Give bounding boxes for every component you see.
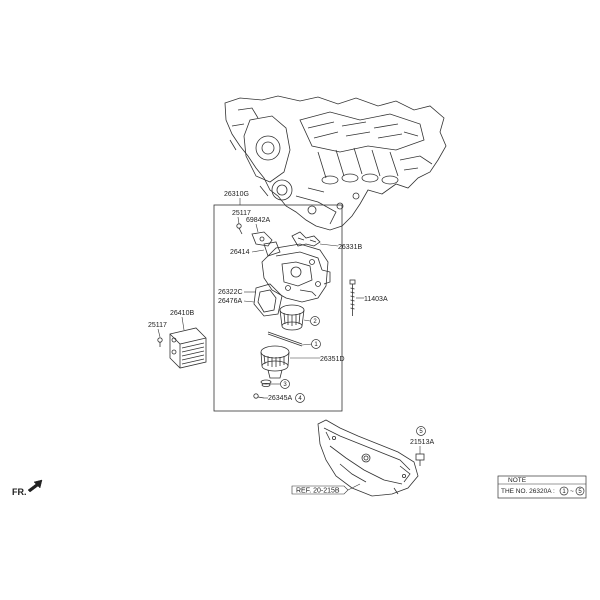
part-label-69842A: 69842A <box>246 217 270 224</box>
drain-plug-washer <box>260 379 272 387</box>
gasket-26322C-26476A <box>253 283 283 317</box>
gasket-26331B <box>291 231 321 247</box>
reference-tag: REF. 20-215B <box>291 485 349 495</box>
part-label-26331B: 26331B <box>338 244 362 251</box>
oil-filter-element <box>279 304 305 331</box>
gasket-26414 <box>263 241 281 257</box>
reference-label: REF. 20-215B <box>296 488 340 495</box>
part-label-26410B: 26410B <box>170 310 194 317</box>
note-range-to-circle <box>575 486 585 496</box>
callout-4-text: 4 <box>298 396 302 402</box>
callout-5-text: 5 <box>419 429 423 435</box>
part-label-26310G: 26310G <box>224 191 249 198</box>
bolt-25117-top <box>236 223 243 235</box>
note-title: NOTE <box>508 477 527 484</box>
note-range-from: 1 <box>562 489 566 495</box>
bolt-11403A <box>349 279 356 316</box>
callout-2-circle <box>310 316 320 326</box>
engine-block-drawing <box>224 95 447 231</box>
oil-filter-housing <box>261 243 331 303</box>
callout-5-circle <box>416 426 426 436</box>
part-label-26476A: 26476A <box>218 298 242 305</box>
note-range-from-circle <box>559 486 569 496</box>
note-text: THE NO. 26320A : <box>501 488 555 495</box>
part-label-25117-top: 25117 <box>232 210 251 217</box>
callout-4-circle <box>295 393 305 403</box>
note-range-to: 5 <box>578 489 582 495</box>
note-box: NOTE THE NO. 26320A : 1 ~ 5 <box>497 475 587 499</box>
part-label-11403A: 11403A <box>364 296 388 303</box>
clip-69842A <box>251 231 273 247</box>
note-range-sep: ~ <box>570 488 574 495</box>
part-label-25117-left: 25117 <box>148 322 167 329</box>
part-label-26414: 26414 <box>230 249 250 256</box>
drain-bolt-26345A <box>253 393 265 399</box>
oil-cooler-26410B <box>169 327 207 369</box>
part-label-26351D: 26351D <box>320 356 345 363</box>
o-ring-seal <box>267 331 303 347</box>
callout-2-text: 2 <box>313 319 317 325</box>
drain-plug-21513A <box>415 453 425 466</box>
callout-1-text: 1 <box>314 342 318 348</box>
assembly-bracket-box <box>213 204 343 412</box>
part-label-26322C: 26322C <box>218 289 243 296</box>
oil-filter-cap <box>260 345 290 379</box>
callout-3-text: 3 <box>283 382 287 388</box>
front-arrow-icon <box>27 479 43 493</box>
front-direction-label: FR. <box>12 487 27 497</box>
callout-1-circle <box>311 339 321 349</box>
bolt-25117-left <box>157 337 163 347</box>
part-label-21513A: 21513A <box>410 439 434 446</box>
part-label-26345A: 26345A <box>268 395 292 402</box>
callout-3-circle <box>280 379 290 389</box>
oil-pan-drawing <box>317 419 419 497</box>
